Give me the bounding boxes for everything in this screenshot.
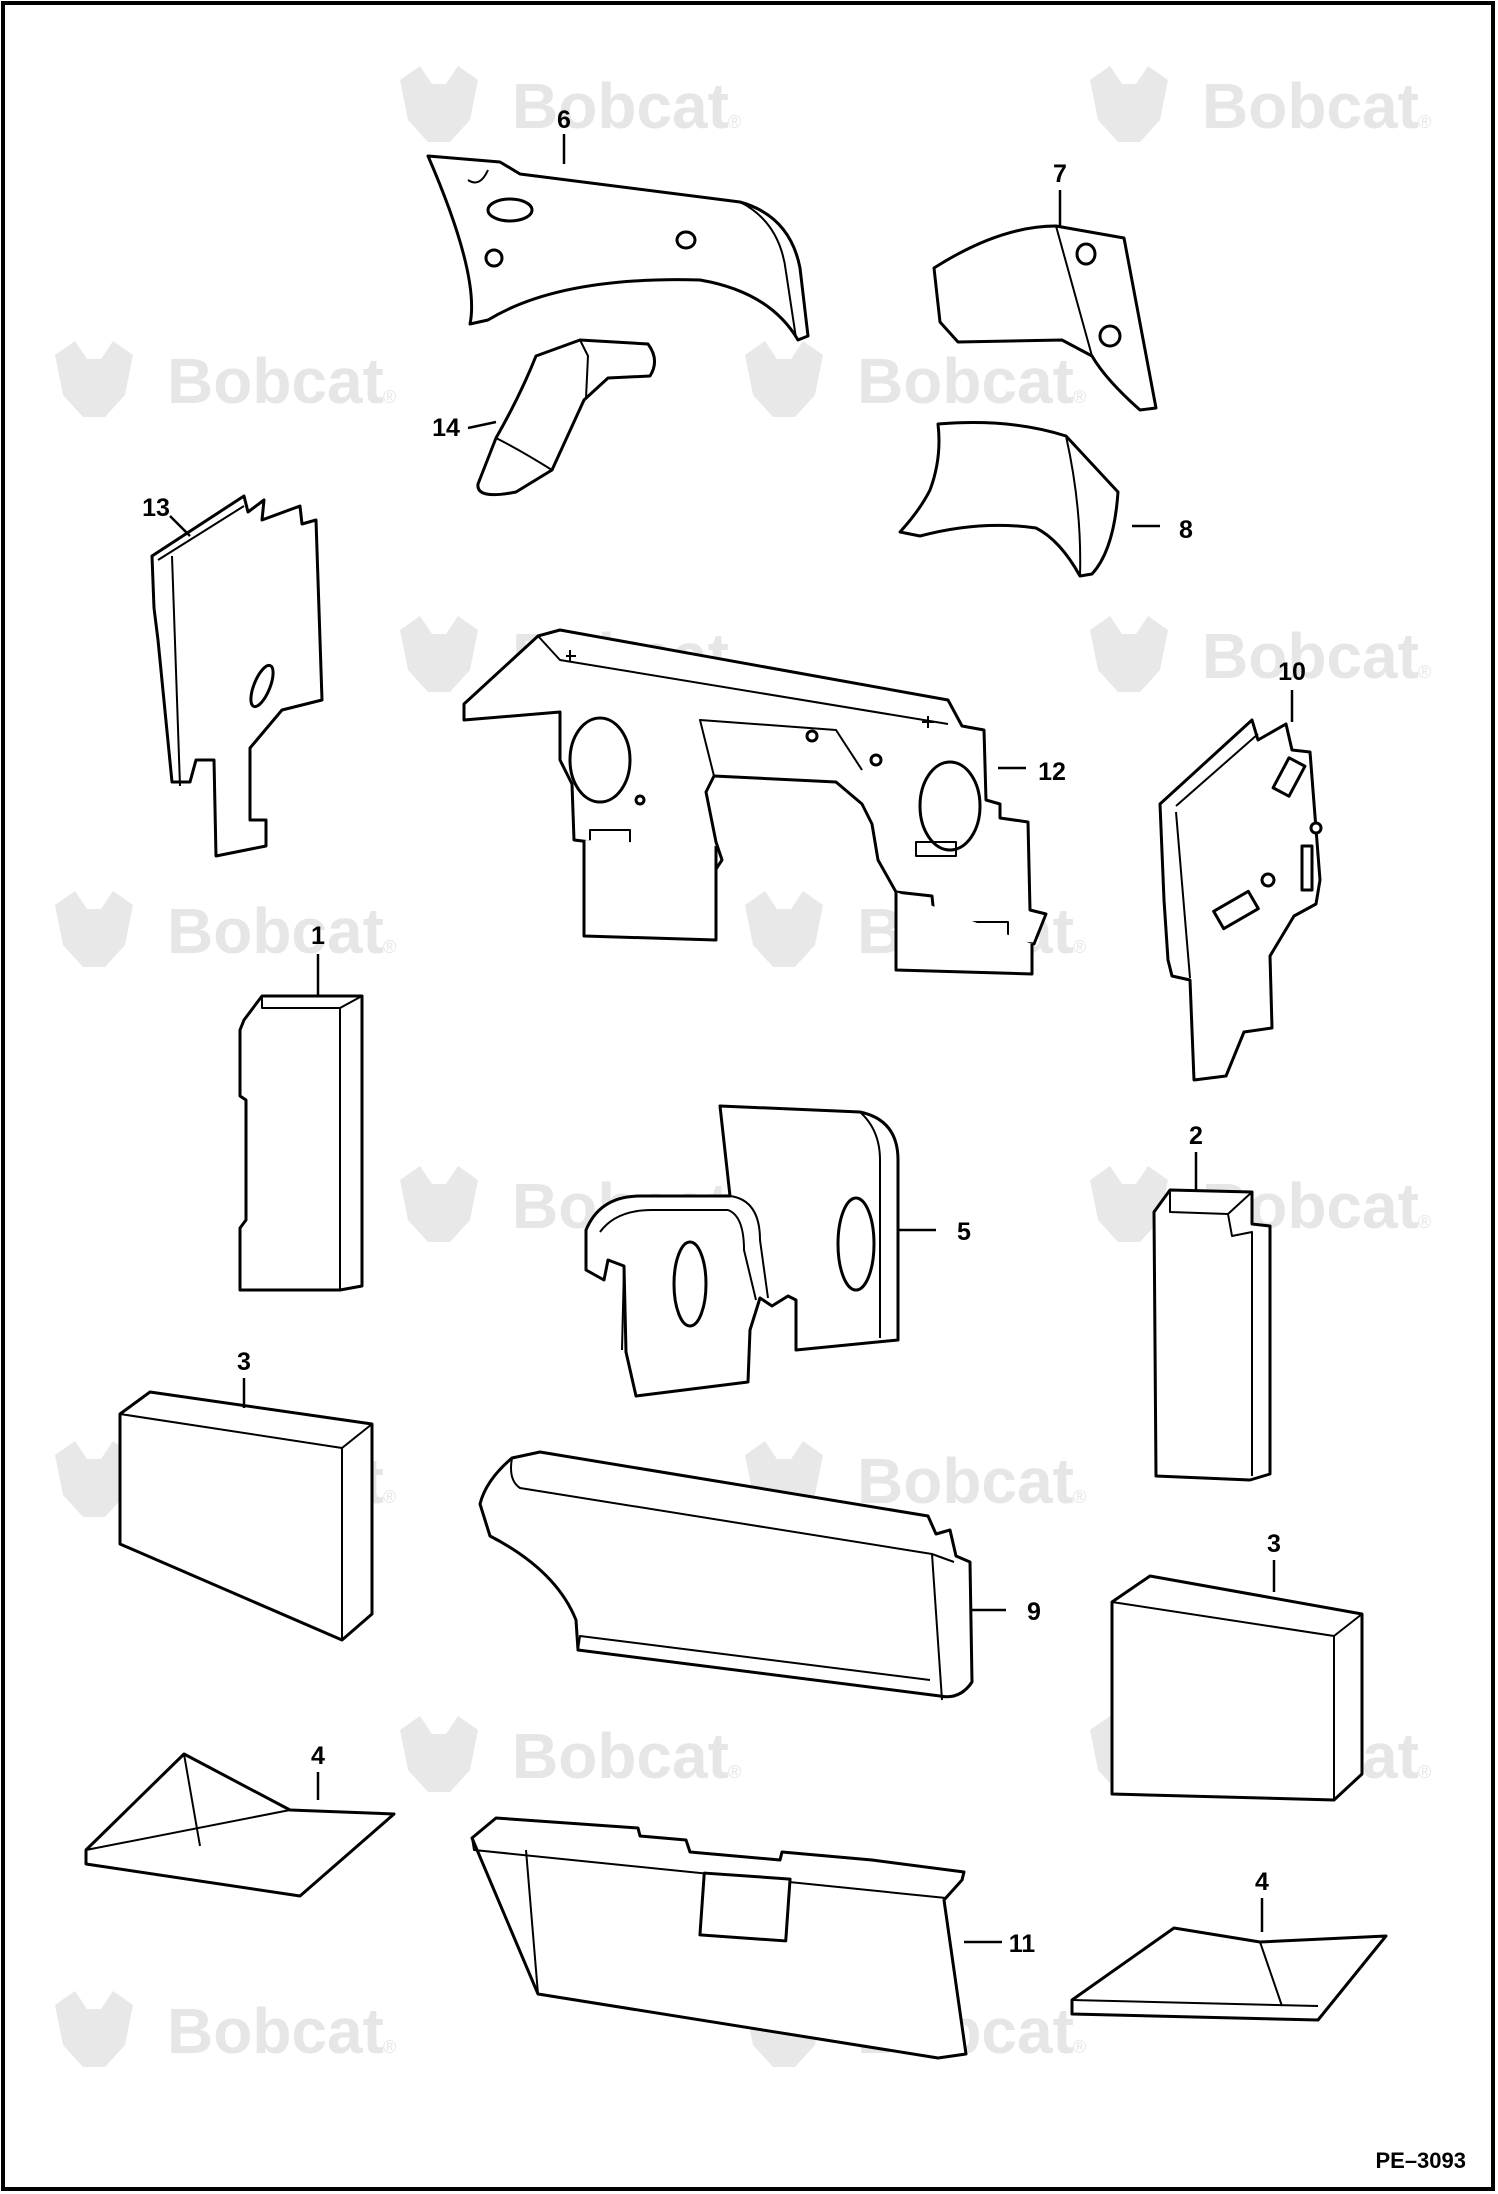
watermark-registered-mark: ® — [383, 387, 396, 407]
watermark-logo: Bobcat® — [1090, 616, 1431, 692]
watermark-registered-mark: ® — [383, 1487, 396, 1507]
watermark-registered-mark: ® — [1073, 937, 1086, 957]
watermark-cat-icon — [1090, 616, 1168, 692]
watermark-brand: Bobcat — [512, 1720, 729, 1792]
watermark-cat-icon — [400, 66, 478, 142]
callout-5: 5 — [957, 1218, 971, 1246]
watermark-brand: Bobcat — [1202, 70, 1419, 142]
callout-4-right: 4 — [1255, 1868, 1269, 1896]
part-4-right — [1070, 1926, 1388, 2022]
callout-6: 6 — [557, 106, 571, 134]
watermark-brand: Bobcat — [857, 1445, 1074, 1517]
part-14 — [476, 338, 656, 497]
watermark-logo: Bobcat® — [55, 891, 396, 967]
callout-8: 8 — [1179, 516, 1193, 544]
part-3-left — [118, 1390, 374, 1642]
callout-9: 9 — [1027, 1598, 1041, 1626]
watermark-registered-mark: ® — [1418, 1212, 1431, 1232]
part-10 — [1158, 718, 1323, 1082]
callout-4-left: 4 — [311, 1742, 325, 1770]
part-7 — [932, 224, 1158, 412]
watermark-cat-icon — [1090, 66, 1168, 142]
callout-13: 11 — [1009, 1930, 1036, 1958]
watermark-logo: Bobcat® — [745, 1441, 1086, 1517]
watermark-logo: Bobcat® — [55, 341, 396, 417]
watermark-brand: Bobcat — [857, 345, 1074, 417]
watermark-logo: Bobcat® — [400, 66, 741, 142]
watermark-brand: Bobcat — [512, 70, 729, 142]
callout-1: 1 — [311, 922, 325, 950]
watermark-cat-icon — [400, 1166, 478, 1242]
watermark-registered-mark: ® — [728, 112, 741, 132]
watermark-brand: Bobcat — [1202, 620, 1419, 692]
leader-11 — [169, 515, 191, 537]
watermark-cat-icon — [55, 1991, 133, 2067]
callout-3-left: 3 — [237, 1348, 251, 1376]
leader-lines — [169, 134, 1294, 1944]
watermark-cat-icon — [400, 1716, 478, 1792]
watermark-registered-mark: ® — [1418, 112, 1431, 132]
callout-10: 10 — [1278, 658, 1306, 686]
watermark-registered-mark: ® — [728, 1762, 741, 1782]
watermark-logo: Bobcat® — [55, 1991, 396, 2067]
part-9 — [478, 1450, 974, 1701]
watermark-registered-mark: ® — [383, 937, 396, 957]
callouts: 6 7 14 8 13 12 10 1 5 2 3 9 3 4 11 4 — [142, 106, 1306, 1958]
watermark-cat-icon — [400, 616, 478, 692]
part-4-left — [84, 1752, 396, 1898]
watermark-logo: Bobcat® — [1090, 66, 1431, 142]
figure-id: PE–3093 — [1375, 2148, 1466, 2173]
callout-11: 13 — [142, 494, 170, 522]
callout-7: 7 — [1053, 160, 1067, 188]
watermark-cat-icon — [55, 341, 133, 417]
callout-2: 2 — [1189, 1122, 1203, 1150]
part-8 — [898, 421, 1120, 578]
watermark-logo: Bobcat® — [745, 341, 1086, 417]
watermark-registered-mark: ® — [1418, 662, 1431, 682]
part-3-right — [1110, 1574, 1364, 1802]
watermark-brand: Bobcat — [167, 895, 384, 967]
watermark-logo: Bobcat® — [400, 1716, 741, 1792]
part-1 — [238, 994, 364, 1292]
part-12 — [462, 628, 1048, 976]
watermark-cat-icon — [745, 891, 823, 967]
watermark-cat-icon — [1090, 1166, 1168, 1242]
watermark-cat-icon — [55, 891, 133, 967]
part-2 — [1152, 1188, 1272, 1482]
watermark-registered-mark: ® — [383, 2037, 396, 2057]
callout-14: 14 — [432, 414, 460, 442]
watermark-cat-icon — [55, 1441, 133, 1517]
part-6 — [426, 154, 810, 342]
watermark-layer: Bobcat®Bobcat®Bobcat®Bobcat®Bobcat®Bobca… — [55, 66, 1431, 2067]
callout-3-right: 3 — [1267, 1530, 1281, 1558]
part-13 — [470, 1816, 968, 2060]
watermark-registered-mark: ® — [1073, 1487, 1086, 1507]
callout-12: 12 — [1038, 758, 1066, 786]
watermark-brand: Bobcat — [167, 1995, 384, 2067]
watermark-registered-mark: ® — [1073, 2037, 1086, 2057]
watermark-registered-mark: ® — [1418, 1762, 1431, 1782]
leader-14 — [467, 420, 497, 430]
watermark-registered-mark: ® — [1073, 387, 1086, 407]
part-11 — [150, 494, 324, 858]
watermark-cat-icon — [745, 341, 823, 417]
watermark-brand: Bobcat — [167, 345, 384, 417]
part-5 — [584, 1104, 900, 1398]
